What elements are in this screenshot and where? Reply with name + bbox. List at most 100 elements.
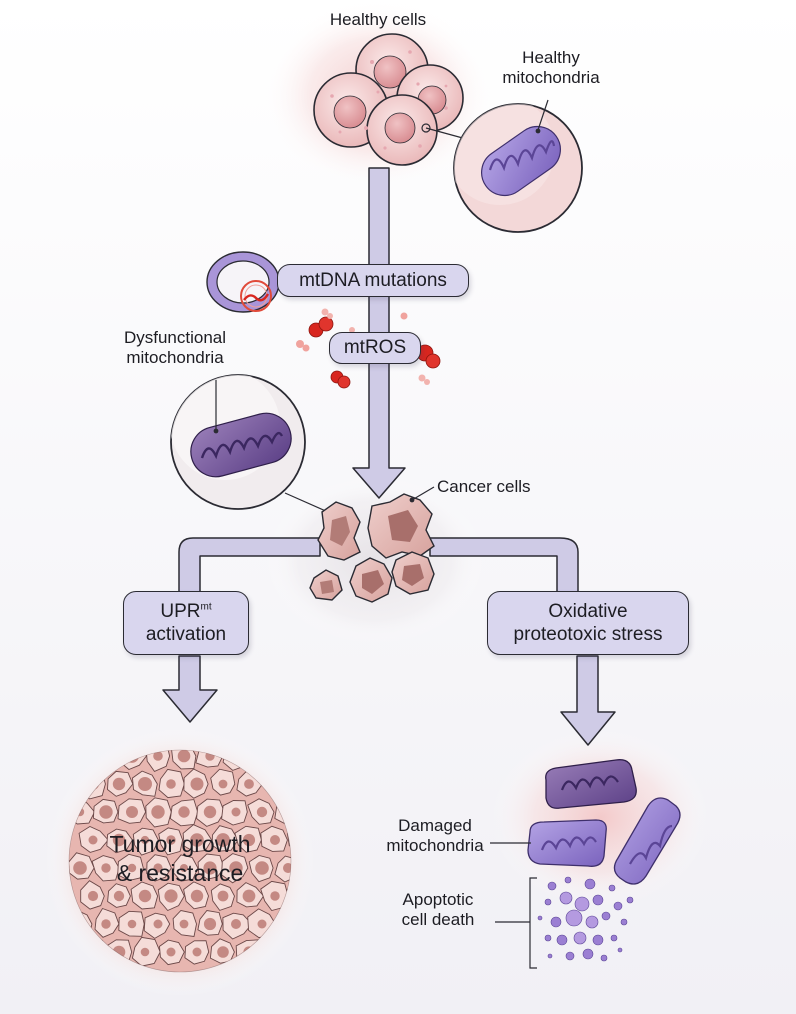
apoptotic-fragment [565,909,583,927]
cancer-cell [349,557,393,603]
dysfunctional-connector [284,492,329,513]
tumor-cell-nucleus [217,890,229,902]
tumor-cell-nucleus [140,835,150,845]
tumor-cell-nucleus [203,917,217,931]
apoptotic-fragment [585,915,599,929]
tumor-cell-nucleus [164,889,178,903]
apoptotic-fragment [600,954,608,962]
damaged-label-line2: mitochondria [386,836,484,856]
upr-activation-box: UPRmt activation [123,591,249,655]
ros-molecule-faded [296,308,430,385]
tumor-cell-nucleus [99,805,113,819]
tumor-cell-nucleus [140,947,150,957]
tumor-cell-nucleus [203,805,217,819]
apoptotic-fragment [565,951,575,961]
apoptotic-fragment [556,934,568,946]
tumor-cell-nucleus [127,919,137,929]
tumor-cell-nucleus [151,805,165,819]
tumor-cell-nucleus [73,861,87,875]
tumor-cell-nucleus [112,777,126,791]
tumor-cell-nucleus [178,806,190,818]
tumor-cell-nucleus [126,806,138,818]
apoptotic-label-line2: cell death [401,910,475,930]
healthy-cells-label: Healthy cells [329,10,427,29]
tumor-cell-nucleus [229,861,243,875]
tumor-cell-nucleus [166,835,176,845]
damaged-mitochondria [527,759,681,885]
tumor-cell-nucleus [88,835,98,845]
cancer-cell [317,501,361,561]
apoptotic-fragment [592,934,604,946]
dysfunctional-label-line2: mitochondria [126,348,224,368]
tumor-cell [286,825,291,852]
dysfunctional-mitochondria-label: Dysfunctional mitochondria [110,328,240,369]
tumor-cell-nucleus [283,863,291,873]
damaged-mitochondrion [613,797,681,885]
apoptotic-fragment [547,953,553,959]
tumor-cell-nucleus [294,777,308,791]
dysfunctional-label-line1: Dysfunctional [123,328,227,347]
tumor-cell-nucleus [153,919,163,929]
apoptotic-fragment [617,947,623,953]
tumor-cell-nucleus [216,833,230,847]
tumor-cell-nucleus [190,833,204,847]
apoptotic-fragments [537,876,634,962]
tumor-cell-nucleus [217,946,229,958]
tumor-cell-nucleus [242,833,256,847]
apoptotic-fragment [608,884,616,892]
apoptotic-fragment [620,918,628,926]
upr-line2: activation [145,624,227,645]
tumor-cell-nucleus [270,835,280,845]
tumor-cell-nucleus [101,919,111,929]
tumor-cell-nucleus [153,751,163,761]
cancer-cells [309,493,435,603]
oxidative-stress-box: Oxidative proteotoxic stress [487,591,689,655]
apoptotic-cell-death-label: Apoptotic cell death [386,890,490,931]
tumor-cell-nucleus [73,750,87,763]
apoptotic-label-line1: Apoptotic [402,890,474,909]
damaged-mitochondrion [545,759,637,809]
mtdna-ring [206,251,280,313]
apoptotic-fragment [544,898,552,906]
healthy-mitochondria-label: Healthy mitochondria [496,48,606,89]
apoptotic-fragment [559,891,573,905]
cancer-cell [309,569,343,601]
oxidative-stress-text: Oxidative proteotoxic stress [514,600,663,646]
tumor-cell-nucleus [180,864,188,872]
tumor-cell-nucleus [203,861,217,875]
right-branch-arrow [429,537,616,746]
ros-molecule [308,316,334,338]
ros-molecules [296,308,441,389]
damaged-mitochondrion [527,819,607,867]
tumor-cell-nucleus [270,891,280,901]
mtdna-mutations-box: mtDNA mutations [277,264,469,297]
tumor-cell-nucleus [283,751,291,761]
tumor-cell-nucleus [166,947,176,957]
oxidative-line2: proteotoxic stress [513,624,663,645]
ros-molecule [330,370,351,389]
apoptotic-fragment [610,934,618,942]
upr-main: UPR [160,600,201,622]
damaged-label-line1: Damaged [398,816,472,835]
healthy-mitochondria-label-line1: Healthy [522,48,580,67]
apoptotic-fragment [574,896,590,912]
tumor-cell-nucleus [255,861,269,875]
tumor-cell-nucleus [87,890,99,902]
apoptotic-fragment [592,894,604,906]
tumor-cell-nucleus [257,919,267,929]
tumor-cell-nucleus [231,807,241,817]
tumor-cell-nucleus [242,889,256,903]
tumor-cell [287,937,291,965]
apoptotic-fragment [582,948,594,960]
cancer-cell [367,493,435,559]
cancer-cell [391,551,435,595]
tumor-cell-nucleus [166,779,176,789]
left-branch-arrow [162,537,321,723]
tumor-cell-nucleus [101,863,111,873]
upr-superscript: mt [200,601,212,613]
healthy-mitochondrion [481,125,561,197]
healthy-mitochondria-magnifier [453,99,583,233]
apoptotic-fragment [550,916,562,928]
tumor-cell-nucleus [179,919,189,929]
